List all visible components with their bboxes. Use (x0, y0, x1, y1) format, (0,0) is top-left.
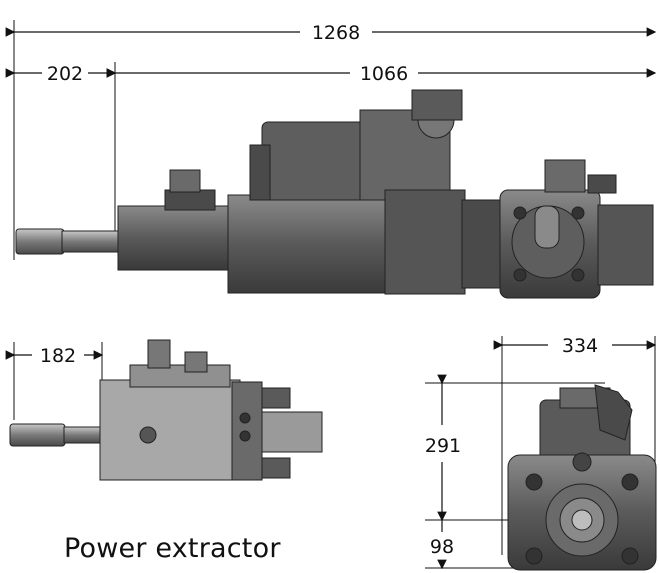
dimension-side-offset: 182 (5, 342, 104, 420)
dimension-front-height: 291 98 (425, 374, 605, 570)
side-view-assembly (9, 339, 323, 481)
dim-334-label: 334 (562, 335, 598, 357)
figure-caption: Power extractor (64, 533, 281, 564)
dim-1268-label: 1268 (312, 22, 360, 44)
top-view-assembly (15, 89, 654, 299)
dim-202-label: 202 (47, 63, 83, 85)
dim-291-label: 291 (425, 435, 461, 457)
dim-1066-label: 1066 (360, 63, 408, 85)
dimension-body-length: 1066 (106, 63, 657, 85)
dimension-front-offset: 202 (5, 62, 117, 240)
dimension-overall-length: 1268 (5, 20, 657, 260)
front-view-assembly (507, 384, 657, 571)
dim-98-label: 98 (430, 536, 454, 558)
dim-182-label: 182 (40, 345, 76, 367)
